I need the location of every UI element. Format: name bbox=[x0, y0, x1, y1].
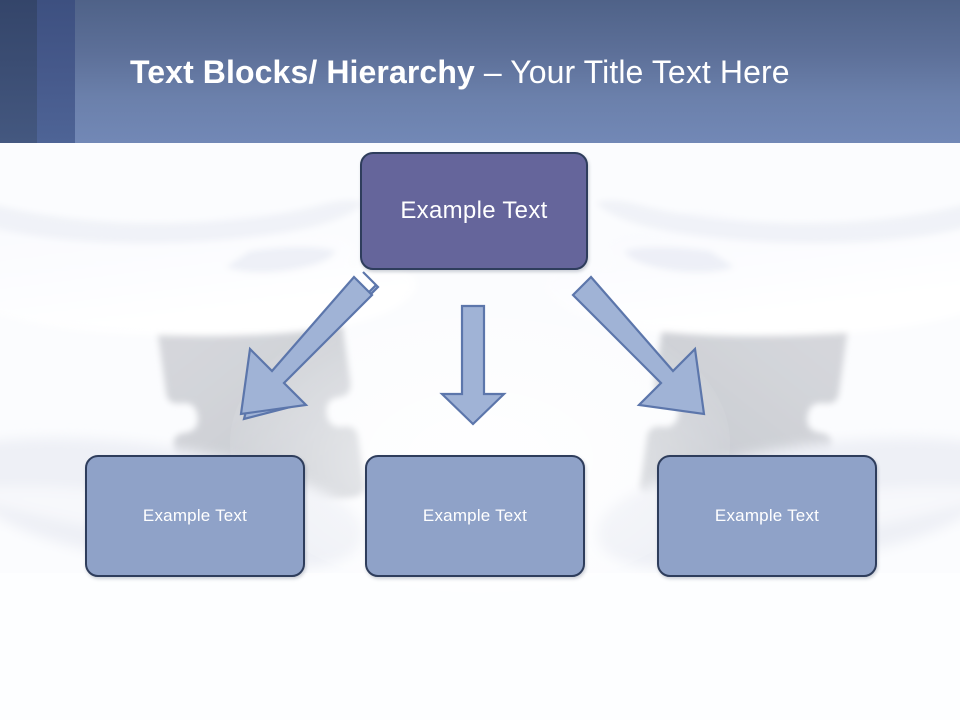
page-title: Text Blocks/ Hierarchy – Your Title Text… bbox=[130, 52, 790, 92]
node-bottom-2-example-text[interactable]: Example Text bbox=[365, 455, 585, 577]
page-title-separator: – bbox=[474, 54, 511, 90]
header-left-band-mid bbox=[37, 0, 75, 143]
node-bottom-3-example-text[interactable]: Example Text bbox=[657, 455, 877, 577]
slide-header: Text Blocks/ Hierarchy – Your Title Text… bbox=[0, 0, 960, 143]
header-gradient-background bbox=[0, 0, 960, 143]
node-top-example-text[interactable]: Example Text bbox=[360, 152, 588, 270]
header-left-band-dark bbox=[0, 0, 37, 143]
node-bottom-1-example-text[interactable]: Example Text bbox=[85, 455, 305, 577]
page-title-regular-part: Your Title Text Here bbox=[510, 54, 790, 90]
page-title-bold-part: Text Blocks/ Hierarchy bbox=[130, 54, 475, 90]
